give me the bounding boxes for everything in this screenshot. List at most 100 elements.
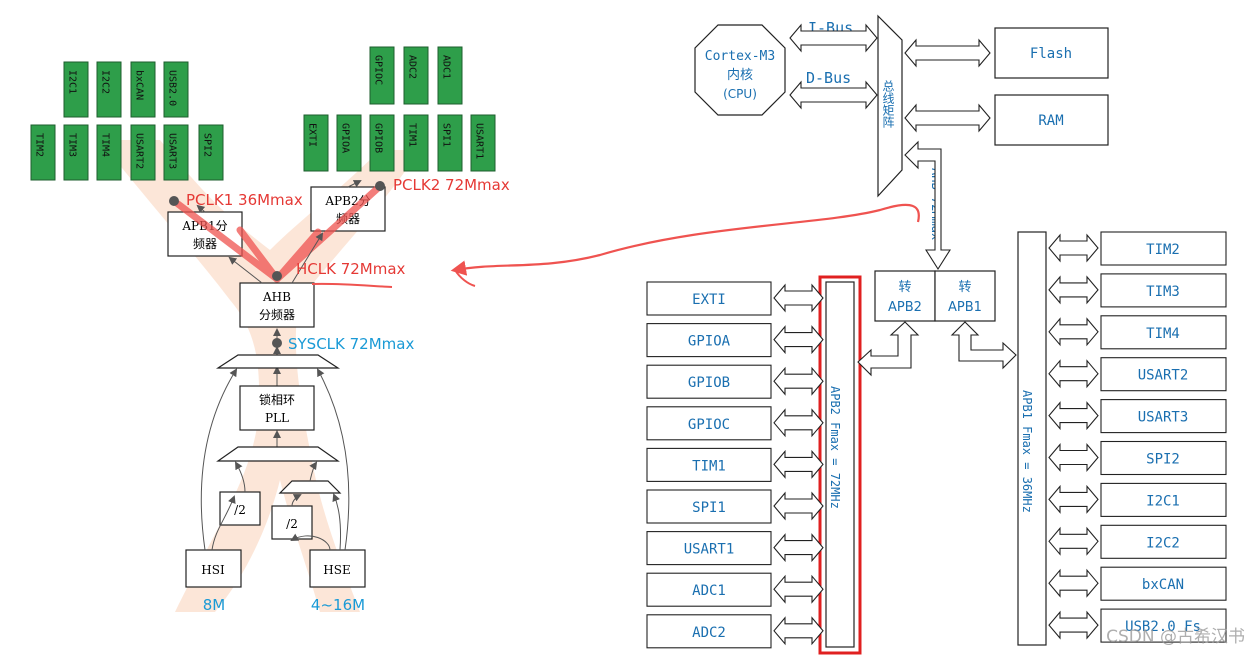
- apb2-item-label: GPIOB: [688, 375, 730, 391]
- pclk1-label: PCLK1 36Mmax: [186, 191, 303, 209]
- apb2-item-arrow: [773, 449, 824, 479]
- ram-arrow: [904, 103, 991, 133]
- peripheral-exti: EXTI: [303, 114, 329, 172]
- apb1-item-label: SPI2: [1146, 452, 1180, 468]
- peripheral-bxcan: bxCAN: [130, 61, 156, 118]
- peripheral-label: SPI2: [202, 133, 213, 157]
- apb1-prescaler-line2: 频器: [193, 237, 217, 251]
- apb2-item-label: SPI1: [692, 500, 726, 516]
- dbus-label: D-Bus: [806, 69, 851, 87]
- apb2-item-adc2: ADC2: [646, 614, 824, 649]
- peripheral-spi1: SPI1: [437, 114, 463, 172]
- apb1-item-arrow: [1048, 526, 1099, 556]
- peripheral-gpioc: GPIOC: [369, 46, 395, 105]
- peripheral-usb20: USB2.0: [163, 61, 189, 118]
- peripheral-spi2: SPI2: [198, 124, 224, 181]
- clock-feed-lines: [200, 368, 350, 551]
- peripheral-label: GPIOA: [340, 123, 351, 153]
- apb1-item-arrow: [1048, 442, 1099, 473]
- ahb-prescaler-line1: AHB: [262, 290, 291, 304]
- apb2-item-gpioa: GPIOA: [646, 323, 824, 358]
- peripheral-tim3: TIM3: [63, 124, 89, 181]
- apb1-item-i2c1: I2C1: [1048, 482, 1227, 517]
- bridge-apb2-line1: 转: [898, 280, 911, 295]
- ahb-prescaler-line2: 分频器: [259, 308, 295, 322]
- apb1-item-label: I2C2: [1146, 535, 1180, 551]
- apb2-item-arrow: [773, 283, 824, 313]
- apb2-bus: APB2 Fmax = 72MHz: [818, 275, 862, 655]
- bridge-apb1-line2: APB1: [948, 300, 982, 315]
- flash-block: Flash: [994, 27, 1109, 79]
- apb1-item-usart2: USART2: [1048, 357, 1227, 392]
- hse-mux: [278, 480, 342, 494]
- peripheral-usart1: USART1: [470, 114, 496, 172]
- apb1-prescaler: APB1分 频器: [167, 211, 243, 257]
- peripheral-label: TIM1: [407, 123, 418, 147]
- dbus-arrow: [789, 80, 878, 110]
- apb2-item-spi1: SPI1: [646, 489, 824, 524]
- peripheral-usart2: USART2: [130, 124, 156, 181]
- ahb-bus-arrow: [904, 140, 951, 271]
- apb1-item-label: TIM4: [1146, 326, 1180, 342]
- apb2-item-gpiob: GPIOB: [646, 364, 824, 399]
- peripheral-label: TIM2: [34, 133, 45, 157]
- hse-div2-label: /2: [286, 517, 298, 531]
- peripheral-label: TIM3: [67, 133, 78, 157]
- peripheral-label: EXTI: [307, 123, 318, 147]
- apb2-item-label: TIM1: [692, 458, 726, 474]
- clock-red-arrows: [174, 184, 382, 283]
- apb1-item-label: USB2.0 Fs: [1125, 619, 1201, 635]
- pll-block: 锁相环 PLL: [239, 385, 315, 431]
- apb1-item-arrow: [1048, 568, 1099, 598]
- apb1-item-arrow: [1048, 610, 1099, 640]
- apb1-item-spi2: SPI2: [1048, 440, 1227, 476]
- apb2-bus-label: APB2 Fmax = 72MHz: [828, 386, 842, 509]
- hse-div2: /2: [271, 505, 313, 540]
- hclk-underline: [311, 282, 393, 288]
- apb2-item-label: EXTI: [692, 292, 726, 308]
- peripheral-label: ADC2: [407, 55, 418, 79]
- peripheral-tim4: TIM4: [96, 124, 122, 181]
- peripheral-label: bxCAN: [134, 70, 145, 100]
- apb1-bus: APB1 Fmax = 36MHz: [1017, 231, 1047, 646]
- peripheral-label: USART3: [167, 133, 178, 169]
- hsi-div2: /2: [219, 491, 261, 526]
- clock-small-arrows: [196, 180, 362, 447]
- apb1-item-bxcan: bxCAN: [1048, 566, 1227, 601]
- apb1-item-label: bxCAN: [1142, 577, 1184, 593]
- pclk2-dot: [375, 181, 385, 191]
- peripheral-label: GPIOC: [373, 55, 384, 85]
- apb1-item-label: I2C1: [1146, 493, 1180, 509]
- bus-arrows: [789, 23, 1017, 377]
- ram-block: RAM: [994, 94, 1109, 146]
- hclk-dot: [272, 271, 282, 281]
- apb2-item-arrow: [773, 574, 824, 604]
- apb2-item-tim1: TIM1: [646, 447, 824, 482]
- ram-label: RAM: [1038, 113, 1063, 129]
- hse-label: HSE: [323, 563, 350, 577]
- bridge-apb2-arrow: [857, 321, 920, 377]
- watermark: CSDN @古希汉书: [1106, 627, 1245, 647]
- peripheral-label: USB2.0: [167, 70, 178, 106]
- apb1-item-tim2: TIM2: [1048, 231, 1227, 266]
- apb2-item-label: ADC1: [692, 583, 726, 599]
- bridge-apb1-line1: 转: [958, 280, 971, 295]
- apb1-item-i2c2: I2C2: [1048, 524, 1227, 559]
- apb2-item-adc1: ADC1: [646, 572, 824, 607]
- hclk-arrow-tail: [454, 269, 476, 287]
- pll-mux: [216, 446, 340, 462]
- apb2-item-arrow: [773, 533, 824, 563]
- peripheral-gpiob: GPIOB: [369, 114, 395, 172]
- apb2-item-label: GPIOA: [688, 334, 731, 350]
- apb1-bus-label: APB1 Fmax = 36MHz: [1020, 390, 1034, 513]
- hclk-label: HCLK 72Mmax: [296, 260, 406, 278]
- hclk-to-ahb-arrow: [450, 203, 920, 276]
- apb2-item-label: USART1: [684, 542, 735, 558]
- peripheral-i2c1: I2C1: [63, 61, 89, 118]
- apb1-item-label: TIM3: [1146, 284, 1180, 300]
- sysclk-mux: [215, 354, 341, 369]
- bridge-apb2-line2: APB2: [888, 300, 922, 315]
- apb1-item-arrow: [1048, 317, 1099, 347]
- peripheral-label: USART2: [134, 133, 145, 169]
